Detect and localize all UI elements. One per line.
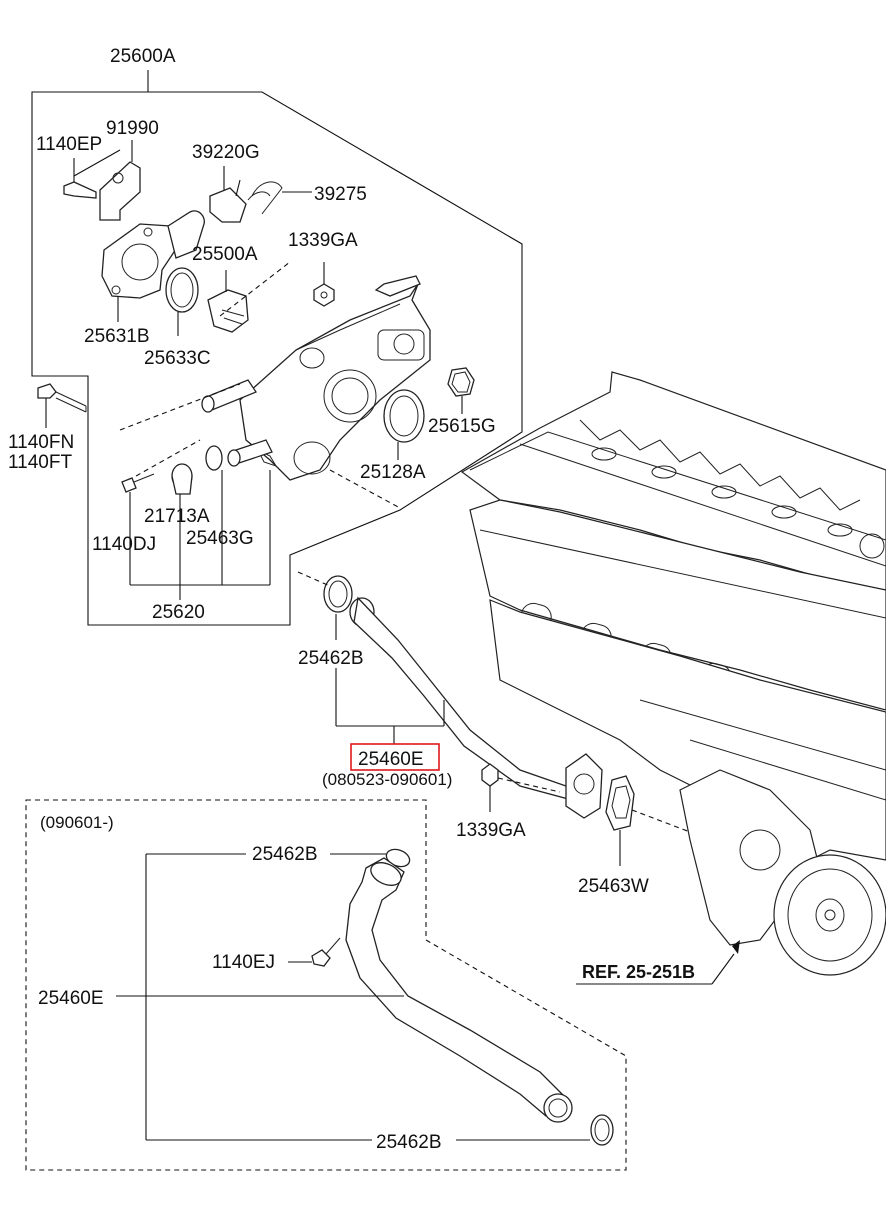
label-25462b-inset-bottom: 25462B	[376, 1132, 442, 1153]
label-25620: 25620	[152, 602, 205, 623]
label-1140ej: 1140EJ	[212, 952, 275, 973]
label-25463w: 25463W	[578, 876, 649, 897]
label-1339ga-mid: 1339GA	[456, 820, 526, 841]
inset-frame	[25, 799, 627, 1171]
label-25460e-highlight: 25460E	[358, 749, 424, 770]
label-25500a: 25500A	[192, 244, 258, 265]
label-1140ft: 1140FT	[8, 452, 72, 473]
label-39220g: 39220G	[192, 142, 260, 163]
coolant-pipe-25460e-upper	[297, 571, 740, 985]
part-labels: 25600A 91990 1140EP 39220G 39275 25500A …	[8, 46, 695, 1153]
label-25463g: 25463G	[186, 528, 254, 549]
label-1339ga-top: 1339GA	[288, 230, 358, 251]
label-1140dj: 1140DJ	[92, 534, 156, 555]
label-25633c: 25633C	[144, 348, 211, 369]
label-date-range: (080523-090601)	[322, 770, 452, 789]
label-25615g: 25615G	[428, 416, 496, 437]
label-91990: 91990	[106, 118, 159, 139]
highlight-box	[350, 743, 440, 771]
label-21713a: 21713A	[144, 506, 210, 527]
label-25460e-inset: 25460E	[38, 988, 104, 1009]
thermostat-housing-parts	[37, 140, 475, 600]
label-1140fn: 1140FN	[8, 432, 74, 453]
label-ref: REF. 25-251B	[582, 962, 695, 982]
engine-block-illustration	[460, 371, 886, 976]
inset-title: (090601-)	[40, 813, 114, 832]
label-25600a: 25600A	[110, 46, 176, 67]
label-25462b-mid: 25462B	[298, 648, 364, 669]
assembly-25600a-outline	[31, 70, 523, 626]
label-25128a: 25128A	[360, 462, 426, 483]
label-39275: 39275	[314, 184, 367, 205]
label-25462b-inset-top: 25462B	[252, 844, 318, 865]
label-25631b: 25631B	[84, 326, 150, 347]
label-1140ep: 1140EP	[36, 134, 102, 155]
